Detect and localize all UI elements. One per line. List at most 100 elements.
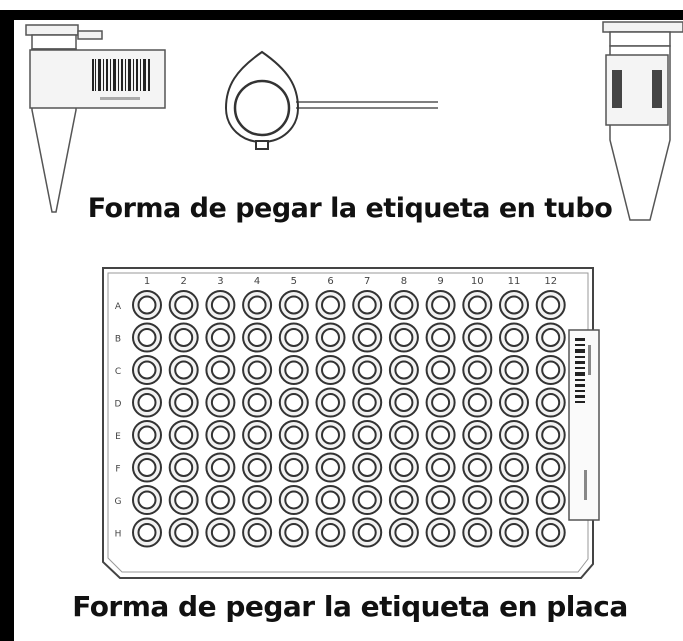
plate-well — [388, 485, 419, 515]
plate-well — [425, 355, 456, 385]
plate-well — [132, 517, 162, 548]
plate-well — [278, 355, 309, 385]
plate-well — [168, 485, 199, 515]
plate-row-label: A — [115, 302, 122, 312]
plate-column-label: 7 — [364, 276, 370, 287]
plate-well — [242, 452, 273, 483]
plate-well — [132, 452, 162, 483]
plate-well — [535, 355, 566, 385]
plate-well — [168, 517, 199, 548]
plate-well — [535, 485, 566, 515]
plate-well — [315, 387, 346, 418]
plate-column-label: 10 — [471, 276, 484, 287]
plate-well — [315, 485, 346, 515]
plate-column-label: 9 — [437, 276, 443, 287]
plate-row-label: B — [115, 335, 121, 345]
plate-well — [132, 290, 162, 320]
plate-well — [352, 452, 383, 483]
plate-well — [315, 355, 346, 385]
plate-well — [278, 290, 309, 320]
tube-cap-top-view — [224, 50, 438, 150]
plate-well — [132, 322, 162, 353]
plate-column-label: 11 — [508, 276, 521, 287]
caption-tube: Forma de pegar la etiqueta en tubo — [87, 193, 613, 224]
plate-well — [535, 452, 566, 483]
plate-well — [205, 517, 236, 548]
plate-side-barcode-label — [568, 329, 600, 521]
plate-well — [168, 355, 199, 385]
plate-well — [535, 322, 566, 353]
plate-well — [278, 420, 309, 450]
plate-well — [425, 387, 456, 418]
plate-well — [168, 420, 199, 450]
plate-well — [242, 485, 273, 515]
plate-well — [425, 420, 456, 450]
plate-row-label: G — [115, 497, 122, 507]
plate-well — [535, 517, 566, 548]
plate-well — [132, 420, 162, 450]
plate-well — [242, 517, 273, 548]
plate-well — [205, 485, 236, 515]
plate-well — [462, 485, 493, 515]
plate-well — [388, 355, 419, 385]
plate-well — [242, 420, 273, 450]
plate-well — [352, 517, 383, 548]
plate-well — [168, 322, 199, 353]
plate-well — [499, 355, 529, 385]
plate-well — [535, 420, 566, 450]
plate-well — [388, 420, 419, 450]
plate-well — [499, 420, 529, 450]
plate-well — [462, 355, 493, 385]
plate-well — [462, 322, 493, 353]
plate-well — [388, 452, 419, 483]
plate-well — [425, 322, 456, 353]
frame-top-border — [0, 10, 683, 20]
plate-well — [132, 485, 162, 515]
plate-well — [352, 387, 383, 418]
plate-well — [352, 322, 383, 353]
plate-well — [425, 452, 456, 483]
plate-well — [388, 322, 419, 353]
tube-barcode-label — [29, 49, 166, 109]
plate-well — [205, 420, 236, 450]
plate-well — [315, 420, 346, 450]
plate-well — [132, 355, 162, 385]
plate-column-label: 2 — [181, 276, 187, 287]
plate-well — [462, 290, 493, 320]
plate-column-label: 3 — [217, 276, 223, 287]
plate-well — [315, 452, 346, 483]
plate-well — [315, 290, 346, 320]
plate-well — [242, 355, 273, 385]
plate-well — [352, 420, 383, 450]
plate-well — [352, 355, 383, 385]
plate-well — [499, 517, 529, 548]
plate-well — [168, 290, 199, 320]
plate-well — [205, 387, 236, 418]
plate-wells — [132, 290, 566, 548]
plate-well — [462, 452, 493, 483]
frame-left-border — [0, 10, 14, 641]
barcode-icon — [92, 59, 150, 100]
plate-well — [315, 517, 346, 548]
plate-row-label: H — [115, 530, 122, 540]
plate-column-label: 5 — [291, 276, 297, 287]
plate-well — [278, 387, 309, 418]
tube-left-with-label — [25, 24, 166, 213]
plate-column-label: 8 — [401, 276, 407, 287]
plate-well — [425, 517, 456, 548]
plate-well — [205, 355, 236, 385]
plate-well — [352, 485, 383, 515]
plate-well — [352, 290, 383, 320]
plate-well — [499, 322, 529, 353]
plate-well — [535, 290, 566, 320]
plate-column-label: 1 — [144, 276, 150, 287]
plate-well — [278, 517, 309, 548]
plate-well — [168, 452, 199, 483]
plate-well — [388, 517, 419, 548]
plate-column-label: 12 — [544, 276, 557, 287]
plate-well — [315, 322, 346, 353]
caption-plate: Forma de pegar la etiqueta en placa — [72, 590, 628, 623]
